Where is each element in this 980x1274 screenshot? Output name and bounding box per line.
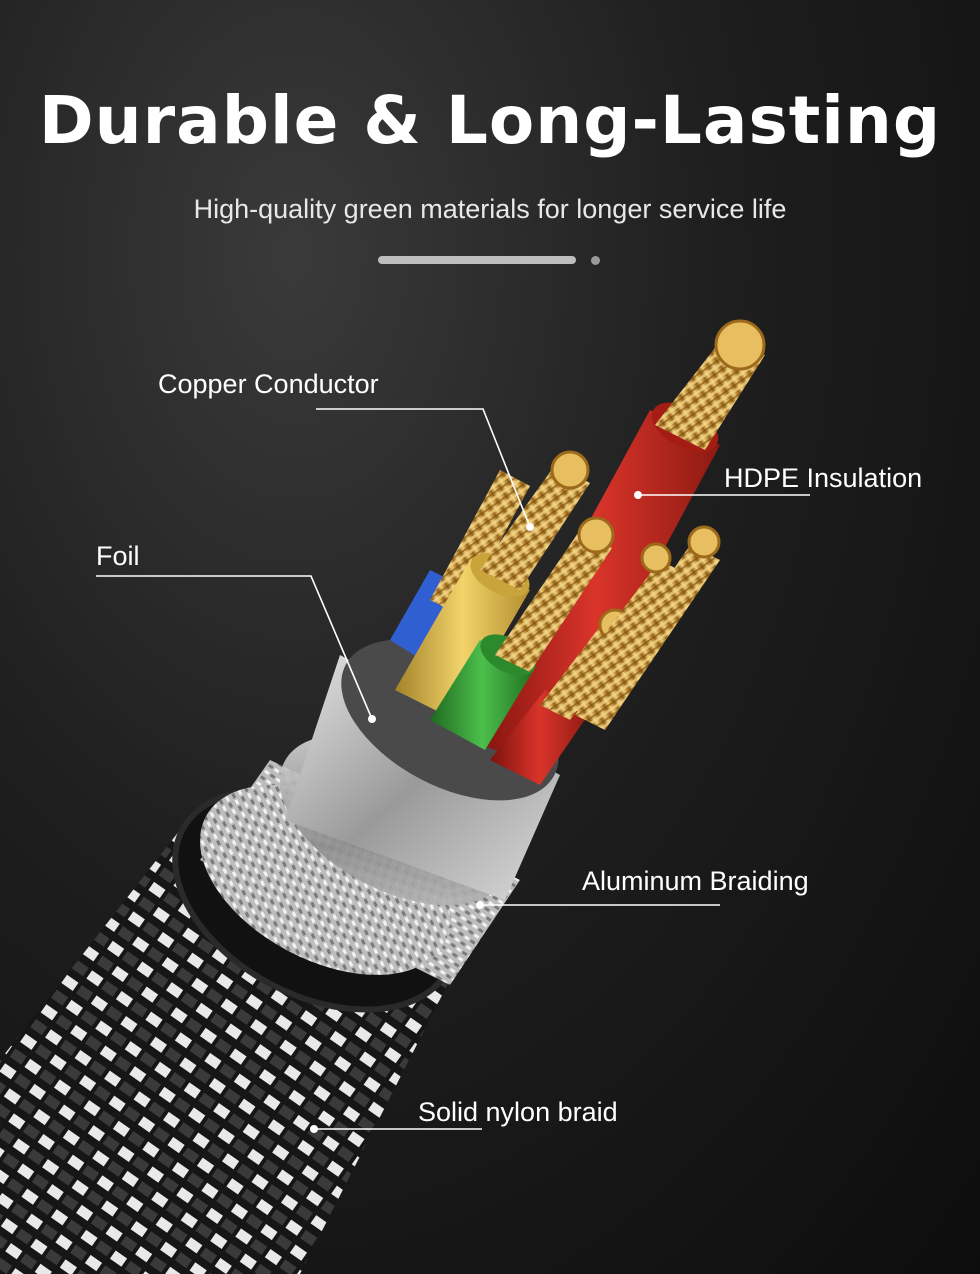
copper-callout-dot [526,523,534,531]
label-copper-conductor: Copper Conductor [158,369,379,399]
wire-yellow [395,450,590,720]
wire-red-small [490,525,721,785]
label-solid-nylon-braid: Solid nylon braid [418,1097,618,1127]
callout-lines [96,408,810,1130]
callout-dots [310,491,642,1133]
label-aluminum-braiding: Aluminum Braiding [582,866,809,896]
cable-illustration [0,319,810,1274]
pager-active-indicator[interactable] [378,256,576,264]
hdpe-callout-dot [634,491,642,499]
aluminum-callout-dot [476,901,484,909]
wire-red-main [470,319,766,770]
pager-dot[interactable] [591,256,600,265]
nylon-callout-dot [310,1125,318,1133]
foil-callout-line [96,575,373,720]
label-foil: Foil [96,541,140,571]
copper-callout-line [316,408,531,528]
page-title: Durable & Long-Lasting [38,82,942,159]
label-hdpe-insulation: HDPE Insulation [724,463,923,493]
page-subtitle: High-quality green materials for longer … [193,194,787,224]
wire-green [430,516,615,750]
foil-callout-dot [368,715,376,723]
wire-blue [390,470,530,665]
